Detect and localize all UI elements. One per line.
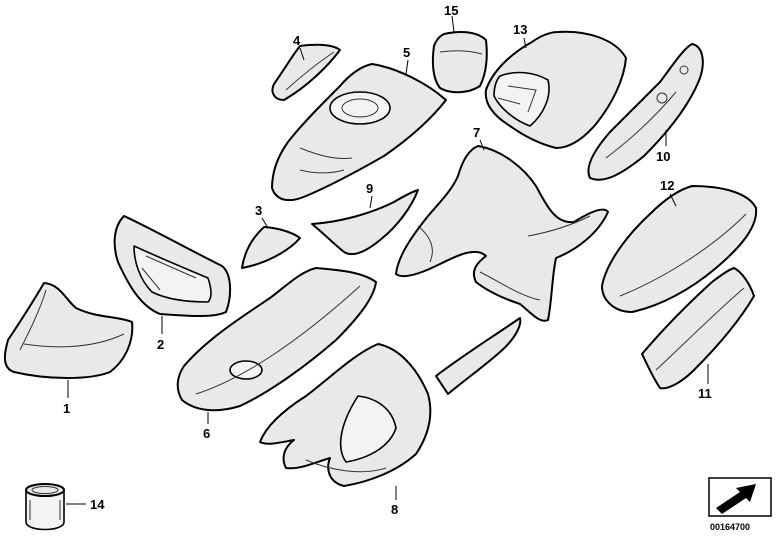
callout-14: 14 bbox=[90, 497, 105, 512]
callout-4: 4 bbox=[293, 33, 301, 48]
part-5-tank-cover bbox=[271, 63, 447, 202]
leader-lines bbox=[66, 15, 709, 505]
callout-12: 12 bbox=[660, 178, 674, 193]
part-1-front-fairing bbox=[3, 282, 134, 379]
direction-arrow-box bbox=[708, 477, 772, 517]
callout-15: 15 bbox=[444, 3, 458, 18]
callout-5: 5 bbox=[403, 45, 410, 60]
part-12-seat-pad bbox=[601, 185, 758, 313]
callout-11: 11 bbox=[698, 386, 712, 401]
callout-10: 10 bbox=[656, 149, 670, 164]
part-14-bushing bbox=[25, 483, 65, 531]
callout-6: 6 bbox=[203, 426, 210, 441]
part-13-seat-cowl bbox=[484, 30, 627, 149]
callout-8: 8 bbox=[391, 502, 398, 517]
callout-9: 9 bbox=[366, 181, 373, 196]
part-7-center-fairing bbox=[395, 145, 609, 322]
callout-2: 2 bbox=[157, 337, 164, 352]
document-number: 00164700 bbox=[710, 522, 750, 532]
callout-7: 7 bbox=[473, 125, 480, 140]
part-15-pad bbox=[431, 31, 488, 94]
part-2-headlight-frame bbox=[113, 215, 232, 317]
part-6-side-panel bbox=[176, 267, 377, 412]
callout-13: 13 bbox=[513, 22, 527, 37]
part-3-side-panel bbox=[241, 226, 301, 269]
part-10-tail-piece bbox=[587, 43, 704, 181]
part-4-trim bbox=[271, 43, 341, 101]
callout-3: 3 bbox=[255, 203, 262, 218]
arrow-icon bbox=[716, 484, 756, 514]
part-8-lower-fairing bbox=[259, 317, 522, 487]
part-11-plate bbox=[641, 267, 755, 390]
part-9-trim bbox=[311, 189, 419, 256]
callout-1: 1 bbox=[63, 401, 70, 416]
callouts: 1 2 3 4 5 6 7 8 9 10 11 12 13 14 15 bbox=[63, 3, 712, 517]
